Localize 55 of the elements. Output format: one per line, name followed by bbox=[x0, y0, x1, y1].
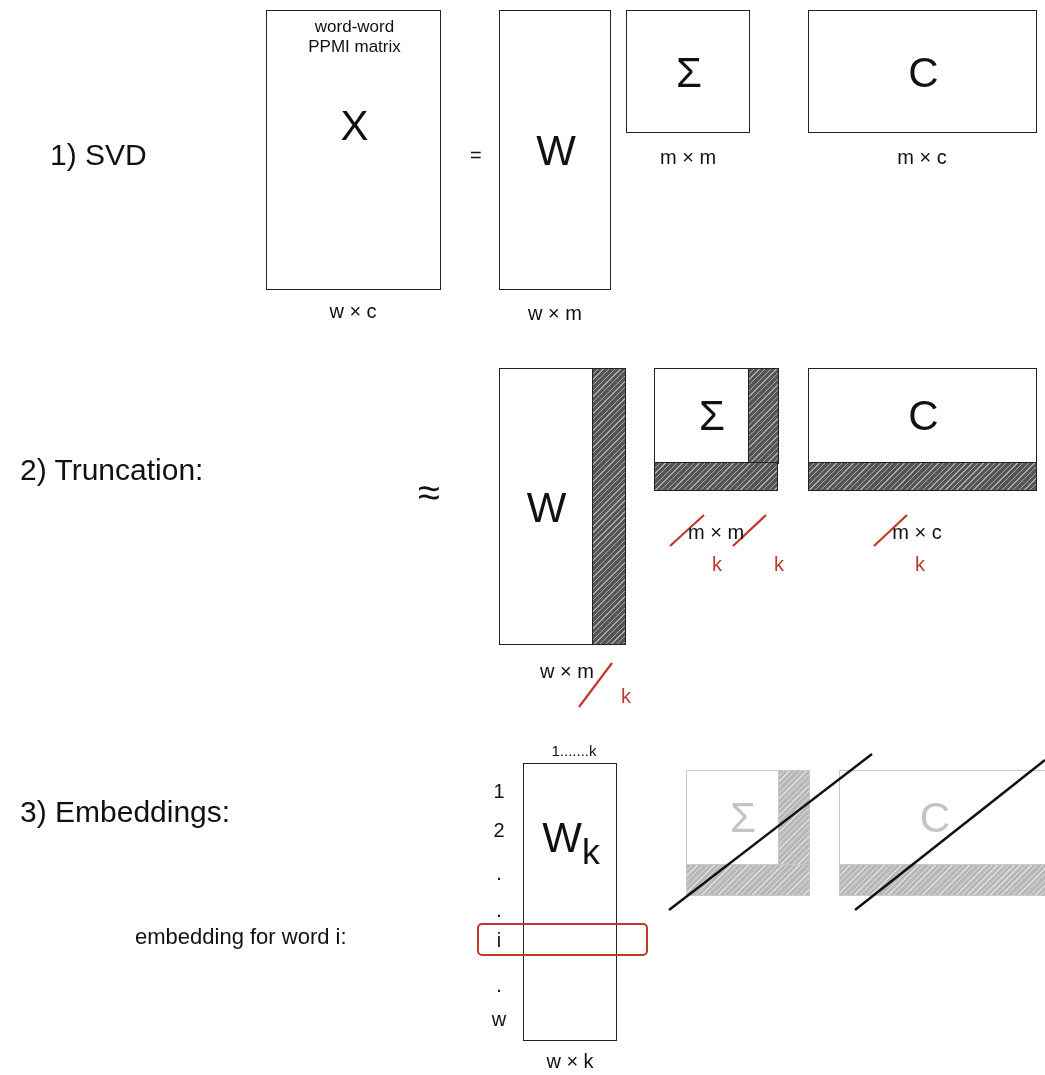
matrix-box bbox=[523, 763, 617, 1041]
replacement-index: k bbox=[915, 552, 925, 576]
matrix-symbol: Σ bbox=[730, 797, 756, 839]
matrix-symbol: W$_{k}$ bbox=[542, 816, 600, 872]
matrix-symbol: C bbox=[908, 51, 939, 94]
matrix-box bbox=[499, 10, 611, 290]
hatched-strip bbox=[807, 462, 1037, 491]
matrix-symbol: C bbox=[919, 797, 951, 839]
row-index: . bbox=[496, 861, 502, 885]
hatched-strip bbox=[838, 864, 1045, 896]
hatched-strip bbox=[592, 367, 626, 645]
dimension-label: w × k bbox=[546, 1049, 594, 1073]
replacement-index: k bbox=[712, 552, 722, 576]
step-label: 3) Embeddings: bbox=[20, 795, 231, 829]
matrix-box bbox=[499, 368, 625, 645]
hatched-strip bbox=[685, 864, 810, 896]
replacement-index: k bbox=[621, 684, 631, 708]
row-index: . bbox=[496, 973, 502, 997]
dimension-label: m × c bbox=[897, 145, 947, 169]
row-index: 2 bbox=[493, 818, 505, 842]
matrix-box bbox=[626, 10, 750, 133]
dimension-label: 1.......k bbox=[551, 741, 597, 759]
hatched-strip bbox=[653, 462, 778, 491]
highlight-box bbox=[477, 923, 648, 956]
dimension-label: w × m bbox=[528, 301, 582, 325]
row-index: w bbox=[491, 1007, 507, 1031]
hatched-strip bbox=[778, 769, 810, 866]
dimension-label: m × m bbox=[687, 520, 745, 544]
step-label: ≈ bbox=[418, 469, 440, 515]
matrix-box bbox=[839, 770, 1045, 895]
step-label: = bbox=[470, 143, 482, 167]
matrix-symbol: Σ bbox=[699, 395, 725, 437]
matrix-symbol: W bbox=[536, 130, 576, 172]
matrix-symbol: Σ bbox=[676, 51, 702, 94]
hatched-strip bbox=[748, 367, 779, 464]
matrix-box bbox=[686, 770, 810, 895]
matrix-symbol: X bbox=[340, 105, 369, 147]
matrix-symbol: W bbox=[526, 486, 567, 529]
matrix-caption: word-word PPMI matrix bbox=[307, 17, 402, 57]
dimension-label: w × m bbox=[540, 659, 594, 683]
row-index: 1 bbox=[493, 779, 505, 803]
matrix-box bbox=[654, 368, 778, 490]
matrix-box bbox=[266, 10, 441, 290]
row-label: i bbox=[496, 928, 502, 951]
matrix-box bbox=[808, 368, 1037, 490]
step-label: 1) SVD bbox=[50, 138, 147, 172]
dimension-label: m × m bbox=[659, 145, 717, 169]
row-index: . bbox=[496, 898, 502, 922]
dimension-label: w × c bbox=[329, 299, 377, 323]
matrix-box bbox=[808, 10, 1037, 133]
replacement-index: k bbox=[774, 552, 784, 576]
dimension-label: m × c bbox=[892, 520, 942, 544]
step-label: embedding for word i: bbox=[135, 924, 347, 950]
step-label: 2) Truncation: bbox=[20, 453, 204, 487]
matrix-symbol: C bbox=[908, 395, 939, 437]
